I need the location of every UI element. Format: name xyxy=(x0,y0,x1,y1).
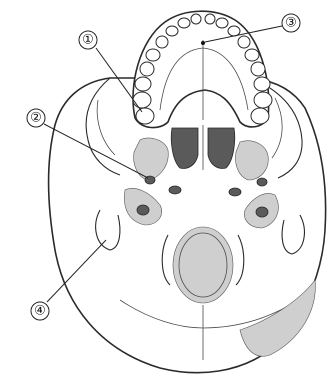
tooth xyxy=(140,62,154,76)
tooth xyxy=(254,77,270,91)
tooth xyxy=(238,36,250,48)
right-foramen-ovale xyxy=(257,178,267,186)
tooth xyxy=(228,26,240,36)
callout-4-label: ④ xyxy=(34,304,46,319)
tooth xyxy=(178,18,190,28)
tooth xyxy=(205,14,215,24)
foramen-magnum xyxy=(173,227,233,303)
right-jugular-foramen xyxy=(256,207,268,217)
left-jugular-foramen xyxy=(137,205,149,215)
tooth xyxy=(133,92,151,108)
tooth xyxy=(146,49,160,61)
tooth xyxy=(156,36,168,48)
callout-1-label: ① xyxy=(82,33,94,48)
callout-3-label: ③ xyxy=(285,16,297,31)
callout-3-dot xyxy=(201,41,205,45)
right-foramen-lacerum xyxy=(229,188,241,196)
tooth xyxy=(245,49,259,61)
tooth xyxy=(216,18,228,28)
choanae xyxy=(171,125,234,170)
tooth xyxy=(136,108,154,124)
tooth xyxy=(166,26,178,36)
tooth xyxy=(254,92,272,108)
tooth xyxy=(251,108,269,124)
tooth xyxy=(251,62,265,76)
tooth xyxy=(191,14,201,24)
callout-2-label: ② xyxy=(30,111,42,126)
left-foramen-lacerum xyxy=(169,186,181,194)
tooth xyxy=(135,77,151,91)
